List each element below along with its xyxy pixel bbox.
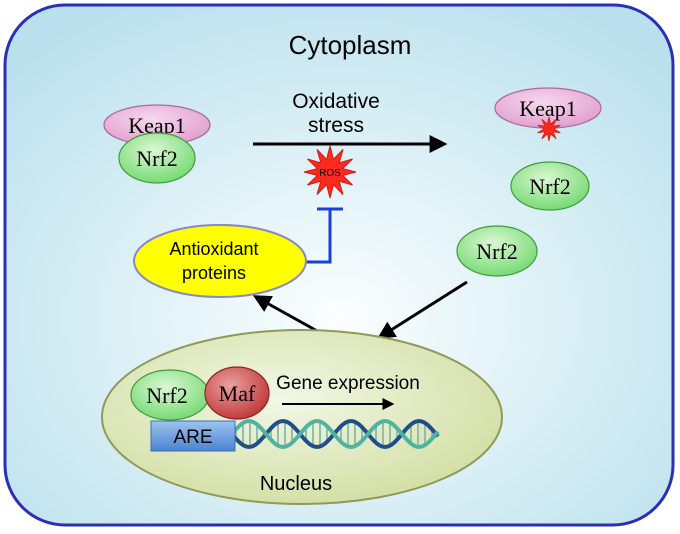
nrf2-nucleus-label: Nrf2 xyxy=(146,383,188,408)
nrf2-right-import-label: Nrf2 xyxy=(476,239,518,264)
cytoplasm-label: Cytoplasm xyxy=(289,30,412,60)
maf-label: Maf xyxy=(219,381,256,406)
nrf2-right-free xyxy=(510,161,590,211)
are-label: ARE xyxy=(173,427,212,448)
dna-helix xyxy=(230,419,440,449)
nrf2-left-label: Nrf2 xyxy=(136,146,178,171)
antioxidant-label-line2: proteins xyxy=(182,263,246,283)
nrf2-right-free-label: Nrf2 xyxy=(529,174,571,199)
nucleus xyxy=(101,329,503,505)
nucleus-label: Nucleus xyxy=(260,473,332,495)
keap1-damage-burst xyxy=(537,116,561,142)
nrf2-to-nucleus-arrow xyxy=(376,280,468,339)
antioxidant-label-line1: Antioxidant xyxy=(169,239,258,259)
dna-strand-light xyxy=(230,419,440,449)
nrf2-right-import xyxy=(456,225,538,277)
antioxidant-proteins xyxy=(133,224,307,298)
are-box xyxy=(150,420,236,452)
nrf2-left xyxy=(118,132,196,184)
ros-label: ROS xyxy=(319,168,341,179)
keap1-right-label: Keap1 xyxy=(519,96,576,121)
oxidative-label: Oxidative xyxy=(292,90,380,113)
stress-label: stress xyxy=(308,114,364,137)
ros-burst xyxy=(303,145,357,199)
gene-expression-label: Gene expression xyxy=(276,373,420,394)
maf xyxy=(204,366,270,420)
inhibition-line xyxy=(306,209,332,264)
